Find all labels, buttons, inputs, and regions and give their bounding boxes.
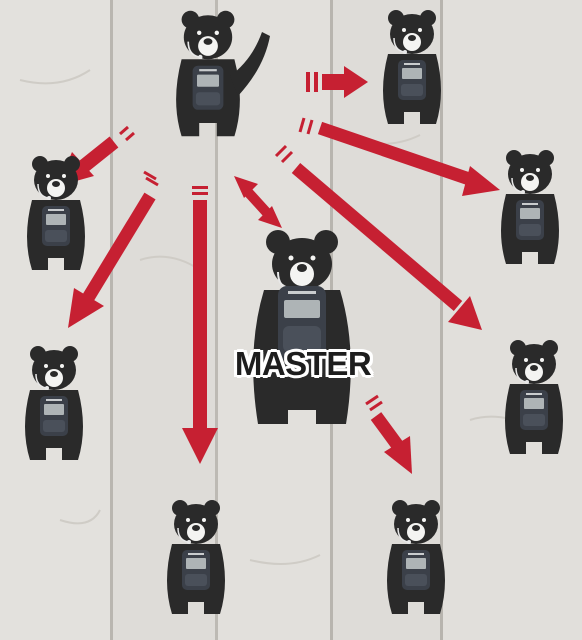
bear-right (501, 150, 559, 264)
arrow-to-bottom (182, 186, 218, 464)
arrow-master-to-bottom-right (366, 396, 412, 474)
bear-master (253, 230, 351, 424)
bear-bottom-right (387, 500, 445, 614)
bear-upper-left (27, 156, 85, 270)
bear-top-right (383, 10, 441, 124)
arrow-to-right (300, 118, 500, 196)
bear-bottom (167, 500, 225, 614)
bear-lower-right (505, 340, 563, 454)
bear-left (25, 346, 83, 460)
master-label: MASTER (218, 342, 388, 386)
arrow-to-top-right (306, 66, 368, 98)
arrow-bidirectional-master (234, 176, 282, 228)
bear-top-waving (176, 11, 270, 136)
